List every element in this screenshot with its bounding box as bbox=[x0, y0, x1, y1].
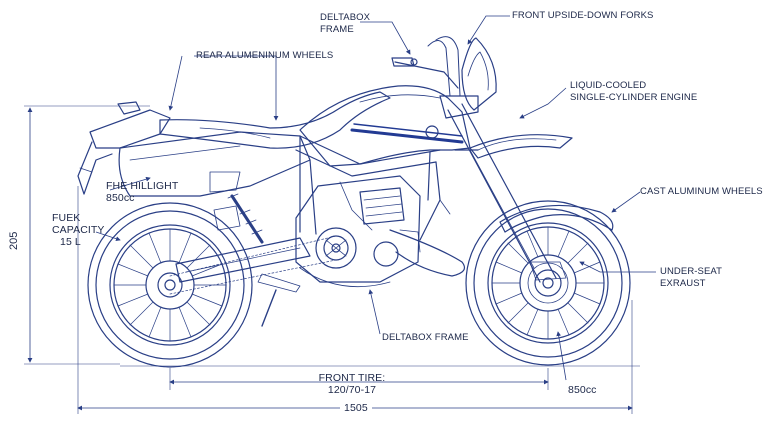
handlebar bbox=[391, 36, 461, 97]
label-seat-height-line2: 850cc bbox=[106, 192, 135, 204]
radiator-shroud bbox=[469, 134, 573, 159]
label-deltabox-frame-top-line1: DELTABOX bbox=[320, 12, 371, 23]
label-exhaust: UNDER-SEAT EXRAUST bbox=[660, 266, 722, 290]
label-engine-line2: SINGLE-CYLINDER ENGINE bbox=[570, 92, 698, 103]
side-panel bbox=[118, 131, 311, 197]
label-front-tire-line2: 120/70-17 bbox=[327, 384, 377, 396]
label-deltabox-frame-top-line2: FRAME bbox=[320, 24, 354, 35]
label-deltabox-frame-bottom: DELTABOX FRAME bbox=[382, 332, 469, 343]
front-brake-disc bbox=[527, 262, 569, 304]
label-rear-wheels: REAR ALUMENINUM WHEELS bbox=[196, 50, 334, 61]
label-fuel-capacity: FUEK CAPACITY 15 L bbox=[52, 212, 105, 248]
front-wheel bbox=[465, 200, 631, 366]
label-displacement-bottom: 850cc bbox=[568, 384, 597, 396]
label-fuel-line2: CAPACITY bbox=[52, 224, 105, 236]
label-engine: LIQUID-COOLED SINGLE-CYLINDER ENGINE bbox=[570, 80, 697, 104]
headlight-cowl bbox=[461, 37, 497, 111]
label-engine-line1: LIQUID-COOLED bbox=[570, 80, 647, 91]
front-fender bbox=[499, 204, 614, 233]
drive-chain bbox=[169, 235, 337, 295]
engine bbox=[295, 175, 421, 288]
label-seat-height-line1: FHE HILLIGHT bbox=[106, 180, 179, 192]
label-front-forks: FRONT UPSIDE-DOWN FORKS bbox=[512, 10, 654, 21]
dimension-length: 1505 bbox=[340, 402, 372, 414]
label-exhaust-line1: UNDER-SEAT bbox=[660, 266, 723, 277]
label-front-tire-line1: FRONT TIRE: bbox=[318, 372, 386, 384]
label-fuel-line3: 15 L bbox=[60, 236, 81, 248]
dimension-height: 205 bbox=[8, 231, 20, 250]
seat bbox=[159, 91, 391, 149]
rear-shock bbox=[213, 193, 264, 244]
exhaust-header bbox=[389, 229, 465, 277]
label-exhaust-line2: EXRAUST bbox=[660, 278, 706, 289]
label-seat-height: FHE HILLIGHT 850cc bbox=[106, 180, 178, 204]
footpeg bbox=[257, 273, 301, 293]
swingarm bbox=[175, 237, 311, 283]
rear-wheel bbox=[87, 202, 253, 368]
label-deltabox-frame-top: DELTABOX FRAME bbox=[320, 12, 370, 36]
label-fuel-line1: FUEK bbox=[52, 212, 81, 224]
callout-lines bbox=[95, 15, 656, 381]
label-front-tire: FRONT TIRE: 120/70-17 bbox=[318, 372, 386, 396]
label-cast-wheels: CAST ALUMINUM WHEELS bbox=[640, 186, 763, 197]
front-forks bbox=[439, 95, 557, 283]
fuel-tank bbox=[299, 85, 471, 167]
rear-tail bbox=[77, 101, 171, 195]
kickstand bbox=[261, 289, 277, 327]
dimension-lines bbox=[24, 105, 640, 414]
deltabox-frame bbox=[295, 135, 451, 241]
